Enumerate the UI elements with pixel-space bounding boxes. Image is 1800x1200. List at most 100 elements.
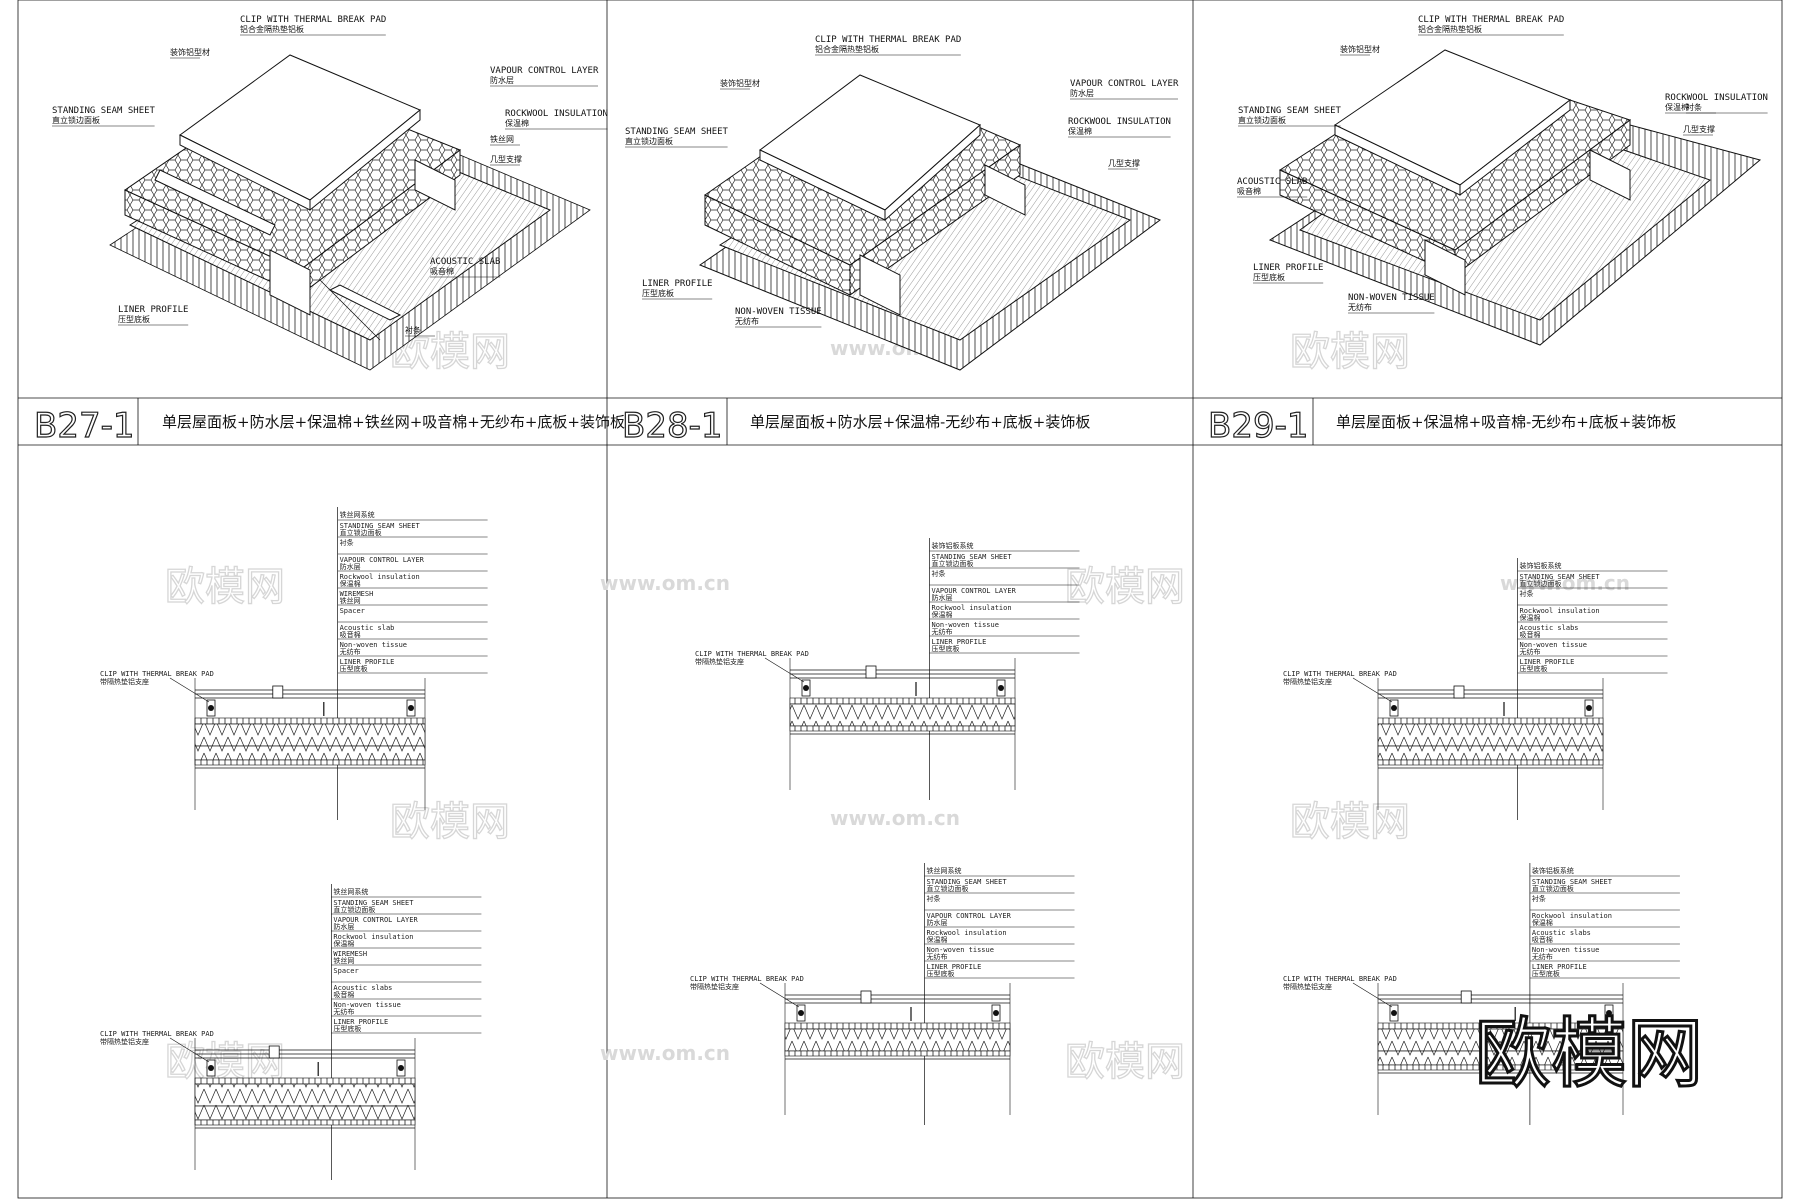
legend-row-cn: 压型底板 <box>927 969 955 978</box>
callout-cn: 装饰铝型材 <box>170 47 210 57</box>
legend-row-en: Rockwool insulation <box>927 929 1007 937</box>
callout-cn: 无纺布 <box>1348 302 1372 312</box>
callout-en: STANDING SEAM SHEET <box>625 127 729 137</box>
clip-label-en: CLIP WITH THERMAL BREAK PAD <box>1283 975 1397 983</box>
legend-row-en: WIREMESH <box>333 950 367 958</box>
callout-cn: 衬条 <box>1686 102 1702 112</box>
legend-row-cn: 压型底板 <box>1532 969 1560 978</box>
legend-row-en: VAPOUR CONTROL LAYER <box>340 556 425 564</box>
legend-row-cn: 防水层 <box>333 922 354 931</box>
legend-row-en: VAPOUR CONTROL LAYER <box>932 587 1017 595</box>
callout-en: ROCKWOOL INSULATION <box>505 109 608 119</box>
iso-callout: 装饰铝型材 <box>720 78 760 90</box>
legend-row-en: Non-woven tissue <box>1520 641 1587 649</box>
legend-row-en: VAPOUR CONTROL LAYER <box>333 916 418 924</box>
legend-row-cn: 防水层 <box>932 593 953 602</box>
legend-row-en: Spacer <box>333 967 358 975</box>
watermark-url: www.om.cn <box>600 571 730 595</box>
iso-callout: 几型支撑 <box>490 154 522 166</box>
watermark-url: www.om.cn <box>830 806 960 830</box>
legend-header: 装饰铝板系统 <box>932 541 974 550</box>
callout-cn: 装饰铝型材 <box>1340 44 1380 54</box>
sheet-frame <box>17 0 1783 1199</box>
legend-row-en: STANDING SEAM SHEET <box>932 553 1013 561</box>
panel-code: B28-1 <box>622 406 723 446</box>
watermark-text: 欧模网 <box>1290 799 1410 845</box>
clip-label-cn: 带隔热垫铝支座 <box>1283 982 1332 991</box>
callout-en: NON-WOVEN TISSUE <box>735 307 822 317</box>
legend-row-en: VAPOUR CONTROL LAYER <box>927 912 1012 920</box>
legend-row-en: Acoustic slabs <box>1532 929 1591 937</box>
iso-callout: 衬条 <box>1686 102 1716 114</box>
panel-title-bar-b27: B27-1 单层屋面板+防水层+保温棉+铁丝网+吸音棉+无纱布+底板+装饰板 <box>33 405 625 446</box>
legend-row-cn: 保温棉 <box>932 610 953 619</box>
callout-en: LINER PROFILE <box>118 305 188 315</box>
legend-row-cn: 直立锁边面板 <box>1520 579 1562 588</box>
brand-logo: 欧模网 <box>1475 1009 1703 1098</box>
panel-code: B27-1 <box>34 406 135 446</box>
legend-row-cn: 无纺布 <box>927 952 948 961</box>
legend-row-cn: 保温棉 <box>333 939 354 948</box>
legend-row-en: Non-woven tissue <box>340 641 407 649</box>
legend-row-cn: 铁丝网 <box>333 956 354 965</box>
callout-cn: 几型支撑 <box>490 154 522 164</box>
legend-header: 铁丝网系统 <box>927 866 962 875</box>
legend-row-en: 衬条 <box>1532 894 1546 903</box>
legend-row-cn: 防水层 <box>927 918 948 927</box>
legend-row-en: STANDING SEAM SHEET <box>1520 573 1601 581</box>
legend-row-en: 衬条 <box>932 569 946 578</box>
panel-title: 单层屋面板+防水层+保温棉+铁丝网+吸音棉+无纱布+底板+装饰板 <box>162 413 625 431</box>
legend-row-en: Non-woven tissue <box>1532 946 1599 954</box>
callout-en: VAPOUR CONTROL LAYER <box>490 66 599 76</box>
legend-row-en: LINER PROFILE <box>927 963 982 971</box>
watermark-text: 欧模网 <box>390 799 510 845</box>
legend-row-cn: 吸音棉 <box>1532 935 1553 944</box>
callout-en: ROCKWOOL INSULATION <box>1068 117 1171 127</box>
legend-header: 铁丝网系统 <box>333 887 368 896</box>
watermark-url: www.om.cn <box>1500 571 1630 595</box>
legend-row-en: LINER PROFILE <box>932 638 987 646</box>
clip-label-en: CLIP WITH THERMAL BREAK PAD <box>1283 670 1397 678</box>
callout-cn: 压型底板 <box>1253 272 1285 282</box>
legend-row-cn: 吸音棉 <box>1520 630 1541 639</box>
legend-row-en: 衬条 <box>927 894 941 903</box>
callout-en: CLIP WITH THERMAL BREAK PAD <box>1418 15 1564 25</box>
callout-en: LINER PROFILE <box>1253 263 1323 273</box>
legend-row-en: Acoustic slabs <box>1520 624 1579 632</box>
legend-row-cn: 压型底板 <box>1520 664 1548 673</box>
callout-cn: 铝合金隔热垫铝板 <box>240 24 304 34</box>
clip-label-cn: 带隔热垫铝支座 <box>1283 677 1332 686</box>
isometric-detail-b28 <box>698 74 1162 371</box>
callout-cn: 吸音棉 <box>430 266 454 276</box>
iso-callout: 几型支撑 <box>1683 124 1715 136</box>
callout-en: STANDING SEAM SHEET <box>52 106 156 116</box>
panel-title: 单层屋面板+防水层+保温棉-无纱布+底板+装饰板 <box>750 413 1090 431</box>
legend-row-en: Rockwool insulation <box>1520 607 1600 615</box>
watermark-text: 欧模网 <box>165 564 285 610</box>
legend-row-en: 衬条 <box>1520 589 1534 598</box>
legend-row-cn: 保温棉 <box>1532 918 1553 927</box>
iso-callout: 衬条 <box>405 325 435 337</box>
iso-callout: 铁丝网 <box>490 134 520 146</box>
callout-cn: 几型支撑 <box>1108 158 1140 168</box>
clip-label-en: CLIP WITH THERMAL BREAK PAD <box>100 1030 214 1038</box>
legend-row-en: Acoustic slab <box>340 624 395 632</box>
clip-label-cn: 带隔热垫铝支座 <box>690 982 739 991</box>
legend-row-cn: 保温棉 <box>340 579 361 588</box>
legend-header: 装饰铝板系统 <box>1532 866 1574 875</box>
